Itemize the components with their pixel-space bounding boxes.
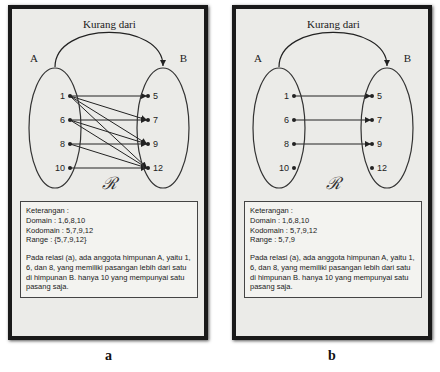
relation-name: Kurang dari xyxy=(81,18,138,30)
panel-letter: a xyxy=(105,348,112,364)
pairing-arrow xyxy=(70,144,147,145)
pairing-arrow xyxy=(70,144,147,168)
element-number: 1 xyxy=(266,89,296,103)
element-dot xyxy=(292,94,296,98)
note-heading: Keterangan : xyxy=(250,206,416,216)
relation-arrow xyxy=(55,32,163,67)
element-number: 9 xyxy=(146,137,176,151)
set-element: 7 xyxy=(370,113,400,127)
pairing-arrow xyxy=(70,120,147,121)
element-number: 12 xyxy=(146,161,176,175)
element-dot xyxy=(370,94,374,98)
pairing-arrow xyxy=(70,96,147,120)
element-dot xyxy=(292,142,296,146)
element-dot xyxy=(68,118,72,122)
element-dot xyxy=(370,142,374,146)
note-line: Pada relasi (a), ada anggota himpunan A,… xyxy=(250,253,416,292)
element-number: 10 xyxy=(42,161,72,175)
set-ellipse: A16810 xyxy=(252,67,306,189)
element-dot xyxy=(68,142,72,146)
element-number: 7 xyxy=(370,113,400,127)
set-name: B xyxy=(404,52,411,64)
note-line: Domain : 1,6,8,10 xyxy=(250,216,416,226)
relation-symbol: ℛ xyxy=(326,171,341,194)
element-dot xyxy=(146,142,150,146)
note-line: Range : {5,7,9,12} xyxy=(26,235,192,245)
element-number: 12 xyxy=(370,161,400,175)
element-dot xyxy=(292,118,296,122)
element-number: 6 xyxy=(266,113,296,127)
set-element: 1 xyxy=(266,89,296,103)
relation-symbol: ℛ xyxy=(102,171,117,194)
element-number: 8 xyxy=(266,137,296,151)
element-number: 8 xyxy=(42,137,72,151)
note-box: Keterangan :Domain : 1,6,8,10Kodomain : … xyxy=(244,201,422,298)
set-element: 9 xyxy=(370,137,400,151)
element-number: 5 xyxy=(370,89,400,103)
set-element: 10 xyxy=(266,161,296,175)
relation-name: Kurang dari xyxy=(305,18,362,30)
set-ellipse: B57912 xyxy=(360,67,414,189)
note-line: Kodomain : 5,7,9,12 xyxy=(26,226,192,236)
pairing-arrow xyxy=(70,96,147,97)
set-ellipse: A16810 xyxy=(28,67,82,189)
element-dot xyxy=(292,166,296,170)
element-number: 1 xyxy=(42,89,72,103)
set-element: 5 xyxy=(146,89,176,103)
note-line: Range : 5,7,9 xyxy=(250,235,416,245)
set-element: 1 xyxy=(42,89,72,103)
set-element: 5 xyxy=(370,89,400,103)
element-dot xyxy=(68,94,72,98)
set-element: 6 xyxy=(42,113,72,127)
element-number: 5 xyxy=(146,89,176,103)
note-line: Kodomain : 5,7,9,12 xyxy=(250,226,416,236)
note-line: Domain : 1,6,8,10 xyxy=(26,216,192,226)
set-name: A xyxy=(30,52,38,64)
pairing-arrow xyxy=(70,96,147,168)
element-dot xyxy=(68,166,72,170)
pairing-arrow xyxy=(294,96,371,97)
set-element: 9 xyxy=(146,137,176,151)
pairing-arrow xyxy=(70,120,147,144)
pairing-arrow xyxy=(294,144,371,145)
element-dot xyxy=(146,166,150,170)
set-ellipse: B57912 xyxy=(136,67,190,189)
note-box: Keterangan :Domain : 1,6,8,10Kodomain : … xyxy=(20,201,198,298)
panel-letter: b xyxy=(328,348,336,364)
set-element: 12 xyxy=(370,161,400,175)
set-element: 6 xyxy=(266,113,296,127)
element-number: 9 xyxy=(370,137,400,151)
set-name: A xyxy=(254,52,262,64)
element-dot xyxy=(370,118,374,122)
set-element: 8 xyxy=(42,137,72,151)
set-element: 10 xyxy=(42,161,72,175)
set-element: 7 xyxy=(146,113,176,127)
element-dot xyxy=(146,118,150,122)
note-line: Pada relasi (a), ada anggota himpunan A,… xyxy=(26,253,192,292)
element-dot xyxy=(146,94,150,98)
set-element: 12 xyxy=(146,161,176,175)
set-element: 8 xyxy=(266,137,296,151)
relation-arrow xyxy=(279,32,387,67)
element-dot xyxy=(370,166,374,170)
element-number: 10 xyxy=(266,161,296,175)
set-name: B xyxy=(180,52,187,64)
pairing-arrow xyxy=(294,120,371,121)
element-number: 7 xyxy=(146,113,176,127)
element-number: 6 xyxy=(42,113,72,127)
note-heading: Keterangan : xyxy=(26,206,192,216)
pairing-arrow xyxy=(70,96,147,144)
pairing-arrow xyxy=(70,168,147,169)
